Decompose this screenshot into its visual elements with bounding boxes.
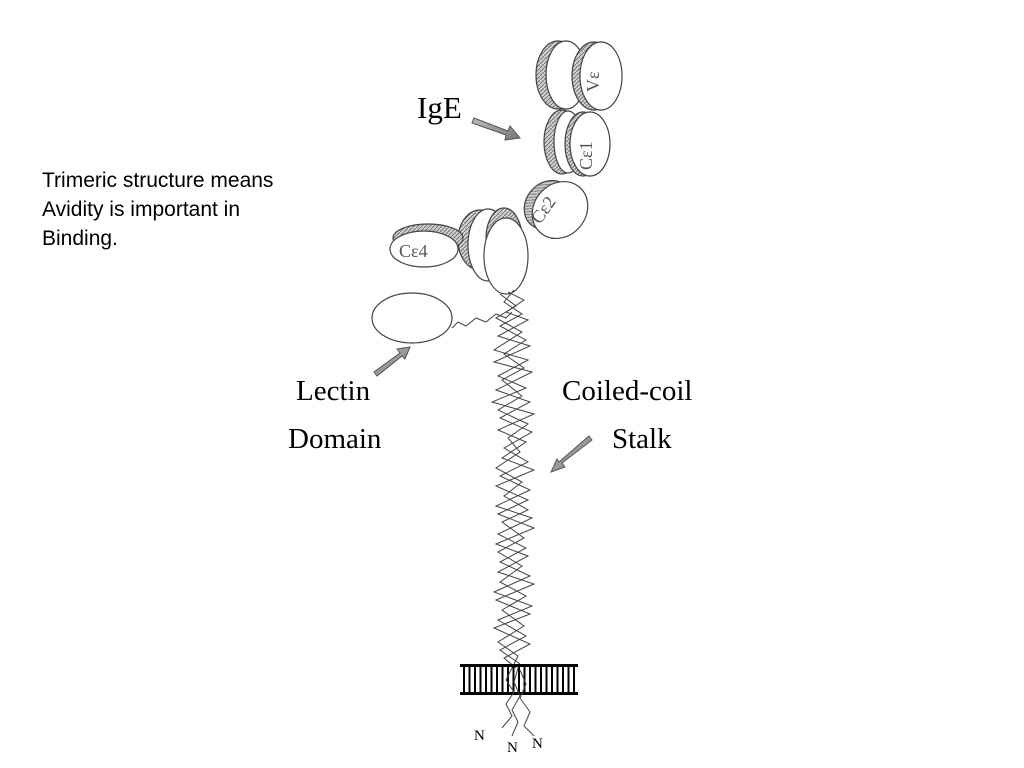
cytoplasmic-tails <box>501 667 535 737</box>
stalk-label-line1: Coiled-coil <box>562 375 692 407</box>
lectin-arrow <box>373 346 411 377</box>
c4-domain-label: Cε4 <box>399 241 428 261</box>
c2-domain <box>523 179 589 240</box>
c1-domain <box>543 109 611 177</box>
stalk-arrow <box>550 435 593 473</box>
ige-label: IgE <box>417 90 462 125</box>
ige-molecule <box>389 40 623 295</box>
cell-membrane <box>460 664 578 695</box>
c1-domain-label: Cε1 <box>576 141 596 170</box>
lectin-label-line1: Lectin <box>296 375 371 407</box>
lectin-neck <box>451 311 513 329</box>
ige-arrow <box>471 117 521 141</box>
coiled-coil-stalk <box>490 289 536 669</box>
c4-domain <box>389 223 464 268</box>
caption-text: Trimeric structure means Avidity is impo… <box>42 166 382 253</box>
c3-domain <box>457 207 529 295</box>
v-domain <box>535 40 623 111</box>
lectin-domain-head <box>371 292 453 344</box>
caption-line-2: Avidity is important in <box>42 198 241 221</box>
lectin-label-line2: Domain <box>288 423 382 455</box>
caption-line-1: Trimeric structure means <box>42 169 274 192</box>
v-domain-label: Vε <box>583 71 603 92</box>
caption-line-3: Binding. <box>42 227 118 250</box>
n-terminus-label-1: N <box>474 728 485 744</box>
n-terminus-label-2: N <box>507 740 518 756</box>
n-terminus-label-3: N <box>532 736 543 752</box>
stalk-label-line2: Stalk <box>612 423 672 455</box>
